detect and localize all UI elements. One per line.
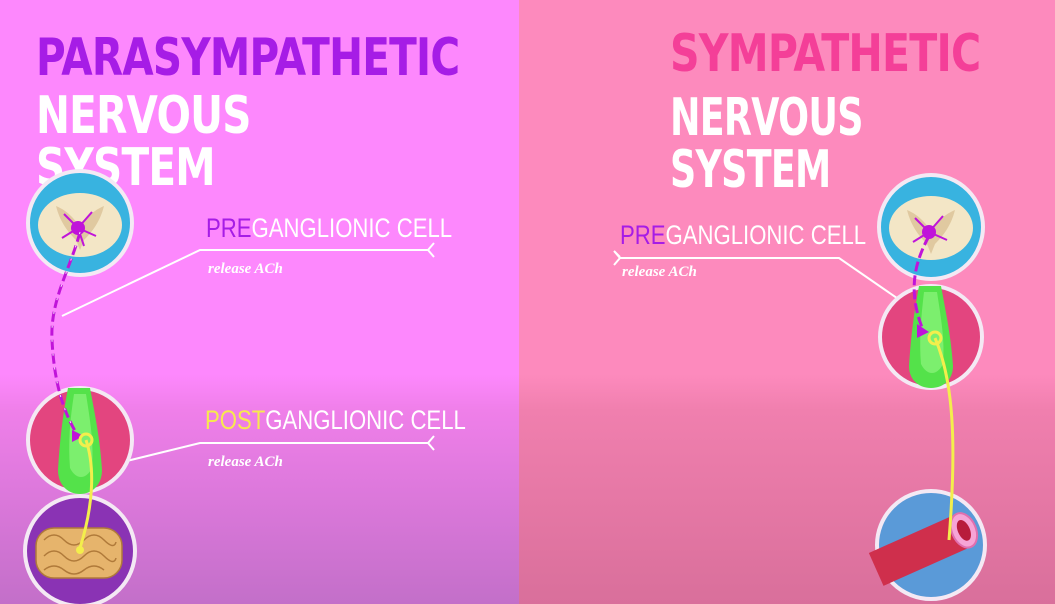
sympathetic-subtitle: NERVOUS SYSTEM (670, 88, 863, 200)
post-prefix: POST (205, 405, 266, 435)
right-leader-line (613, 250, 908, 306)
parasympathetic-subtitle: NERVOUS SYSTEM (36, 86, 252, 198)
parasympathetic-panel: PARASYMPATHETIC NERVOUS SYSTEM (0, 0, 519, 604)
spinal-cord-icon-right (877, 173, 985, 281)
pre-suffix-right: GANGLIONIC CELL (665, 220, 867, 250)
preganglionic-release-text: release ACh (208, 261, 283, 277)
sympathetic-panel: SYMPATHETIC NERVOUS SYSTEM (519, 0, 1055, 604)
post-suffix: GANGLIONIC CELL (265, 405, 466, 435)
pre-suffix: GANGLIONIC CELL (251, 213, 453, 243)
right-neuron-pathway (912, 235, 955, 541)
preganglionic-cell-label-right: PREGANGLIONIC CELL (620, 222, 866, 249)
preganglionic-cell-label: PREGANGLIONIC CELL (206, 215, 452, 242)
postganglionic-release-text: release ACh (208, 454, 283, 470)
sympathetic-title: SYMPATHETIC (670, 24, 981, 84)
blood-vessel-icon (868, 489, 987, 601)
postganglionic-cell-label: POSTGANGLIONIC CELL (205, 407, 466, 434)
preganglionic-release-text-right: release ACh (622, 264, 697, 280)
spinal-cord-icon (26, 169, 134, 277)
pre-prefix-right: PRE (620, 220, 666, 250)
parasympathetic-title: PARASYMPATHETIC (36, 28, 460, 88)
left-neuron-pathway (50, 231, 94, 554)
left-leader-lines (61, 242, 435, 471)
pre-prefix: PRE (206, 213, 252, 243)
